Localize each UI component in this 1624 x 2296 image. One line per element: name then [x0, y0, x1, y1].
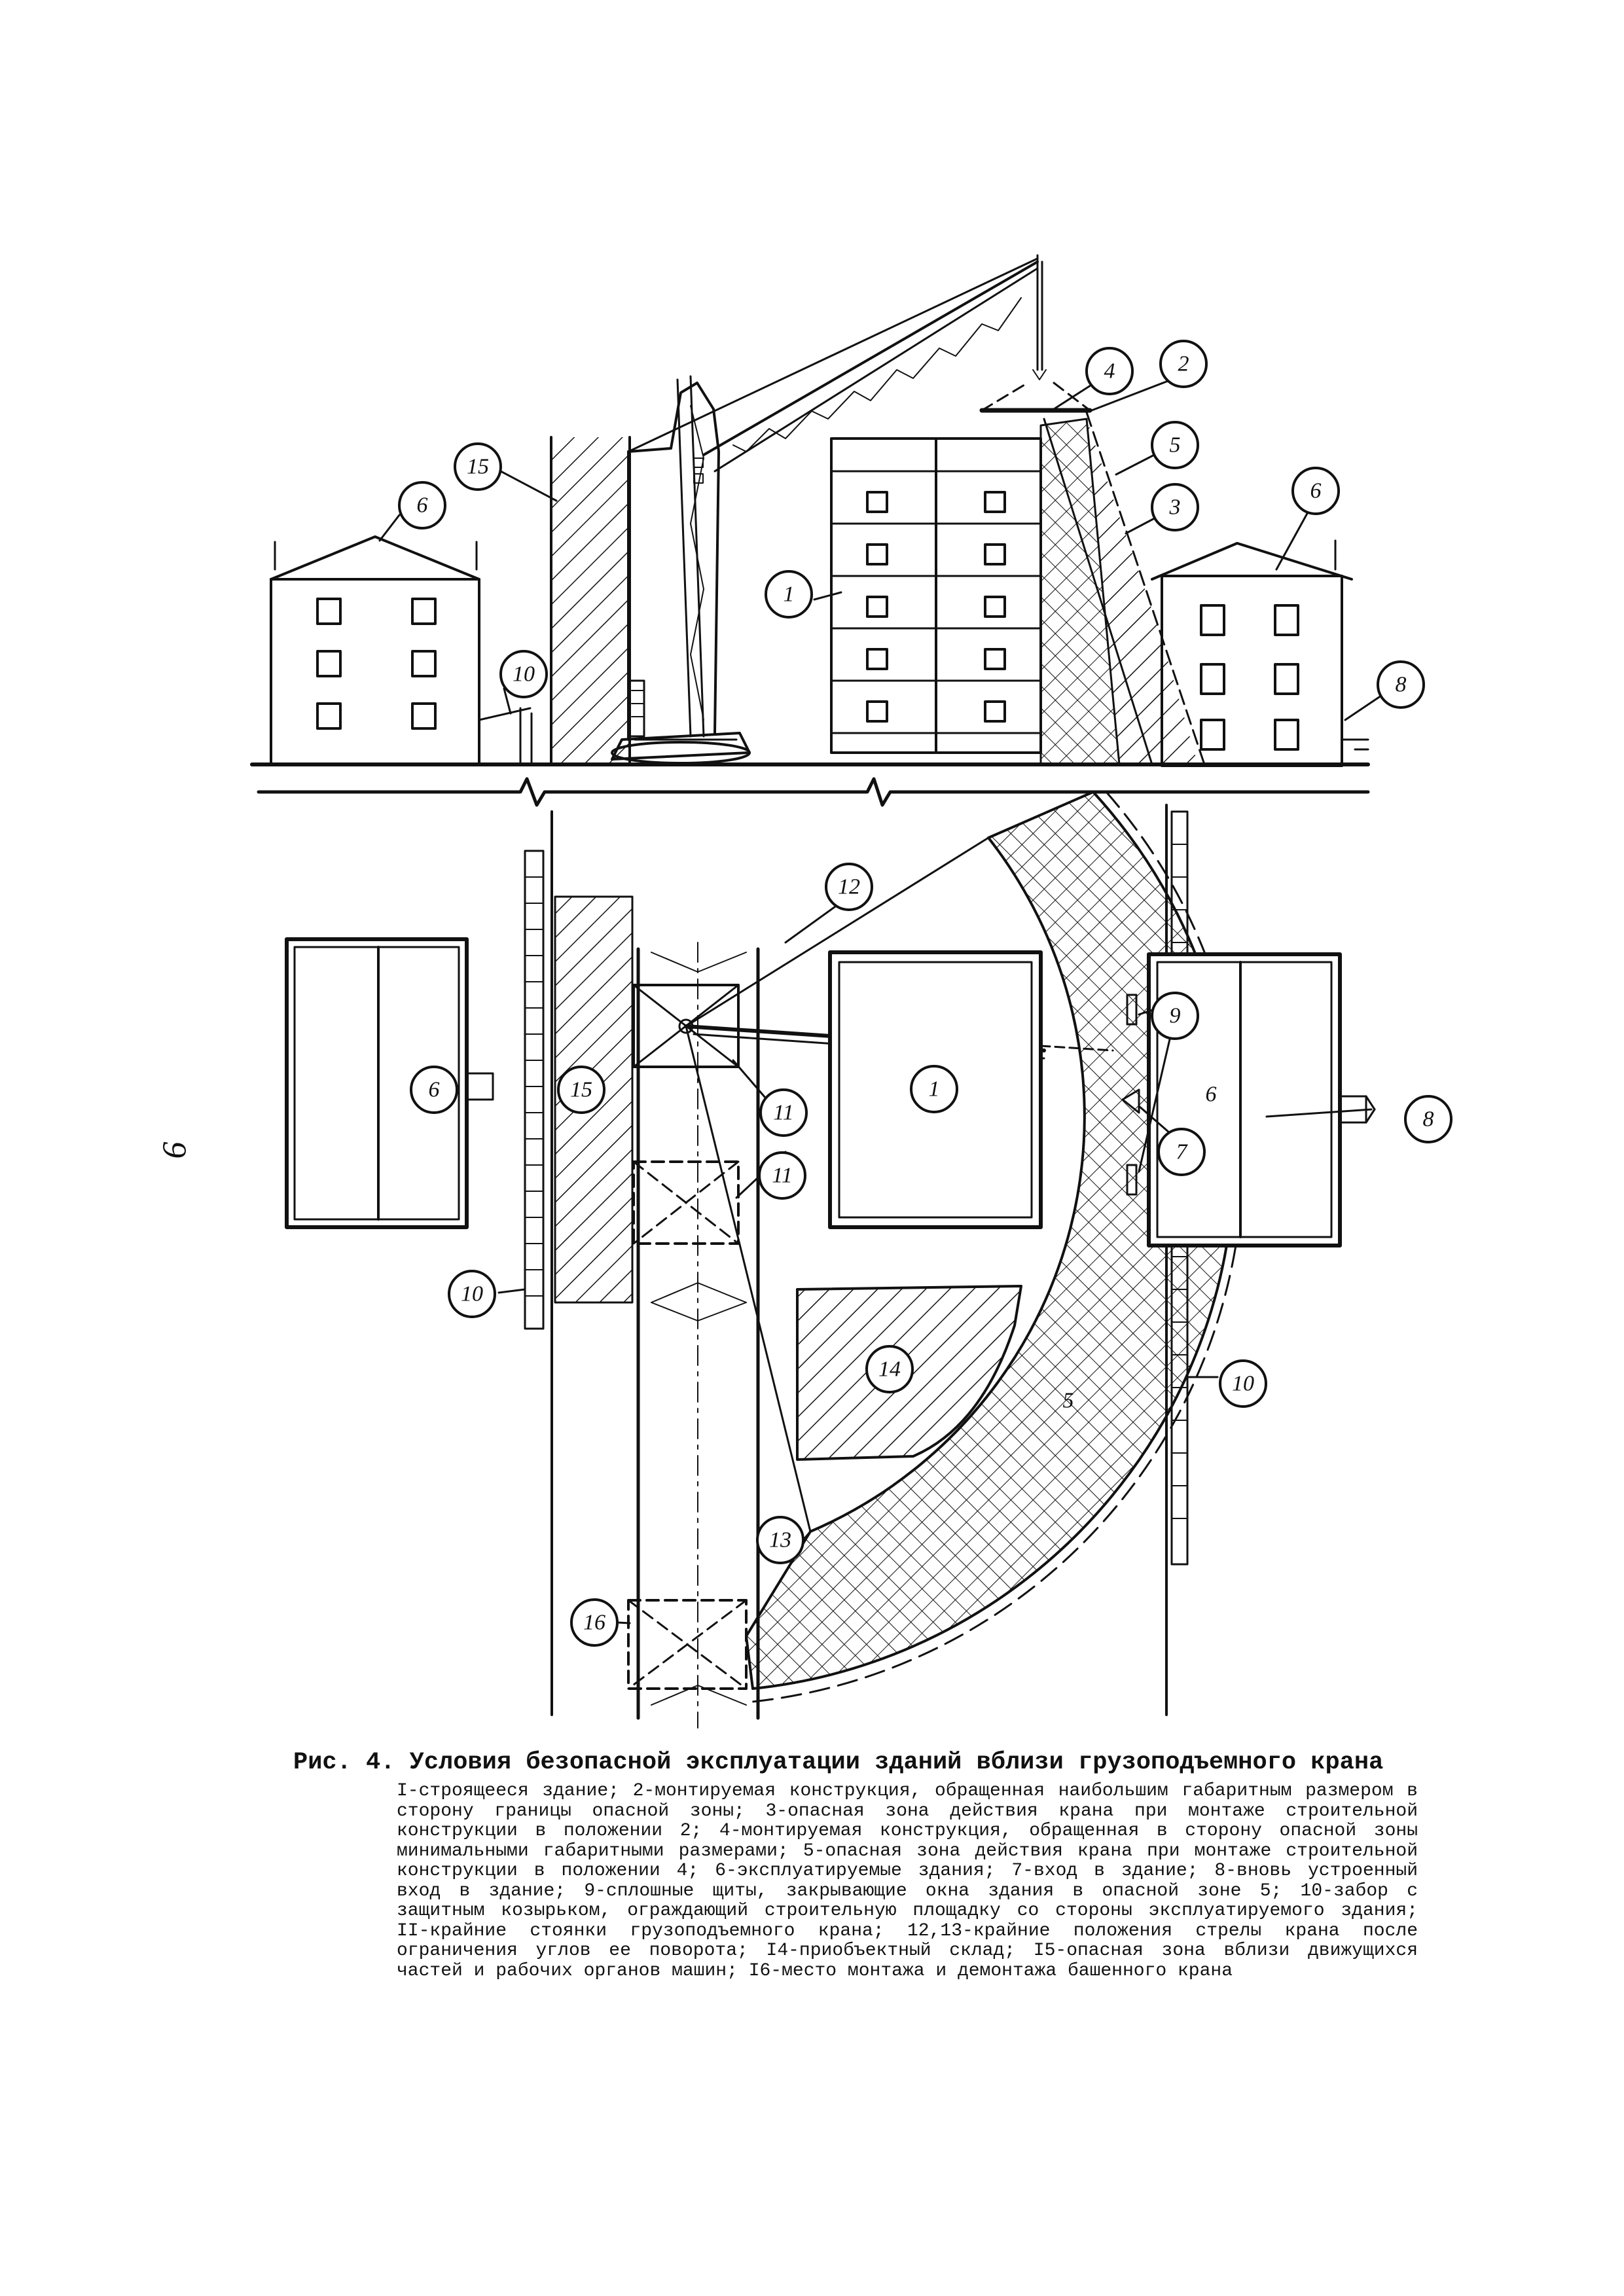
- fence-left-elevation: [478, 707, 533, 766]
- callout-1-plan: 1: [929, 1077, 940, 1102]
- callout-6-plan-left: 6: [429, 1078, 440, 1102]
- existing-building-left: [270, 535, 480, 766]
- hazard-zone-3-elevation: [1087, 419, 1198, 764]
- callout-5-elevation: 5: [1170, 433, 1181, 457]
- crane-position-middle: [632, 1160, 740, 1245]
- callout-10-elevation: 10: [513, 662, 535, 687]
- tower-crane: [611, 254, 1047, 764]
- callout-1-elevation: 1: [784, 583, 795, 607]
- crane-rail-track: [636, 942, 760, 1729]
- callout-8-plan: 8: [1423, 1107, 1434, 1132]
- callout-15-plan: 15: [570, 1078, 592, 1102]
- plan-view: [285, 792, 1376, 1729]
- elevation-view: [250, 254, 1370, 767]
- callout-9-plan: 9: [1170, 1004, 1181, 1028]
- callout-11-plan-top: 11: [773, 1101, 793, 1125]
- callout-10-plan-right: 10: [1232, 1372, 1254, 1396]
- figure-caption-legend: I-строящееся здание; 2-монтируемая конст…: [397, 1781, 1418, 1981]
- building-under-construction: [830, 437, 1042, 754]
- callout-8-elevation: 8: [1396, 673, 1407, 697]
- callout-2-elevation: 2: [1178, 352, 1189, 376]
- break-line: [257, 777, 1370, 807]
- callout-7-plan: 7: [1176, 1140, 1189, 1164]
- callout-6-plan-right: 6: [1206, 1083, 1217, 1107]
- callout-3-elevation: 3: [1169, 495, 1181, 520]
- callout-6-elevation-right: 6: [1310, 479, 1322, 503]
- callout-11-plan-middle: 11: [772, 1164, 792, 1188]
- fence-left-plan: [524, 810, 553, 1716]
- callout-10-plan-left: 10: [461, 1282, 483, 1306]
- callout-16-plan: 16: [583, 1611, 605, 1635]
- figure-caption-title: Рис. 4. Условия безопасной эксплуатации …: [293, 1749, 1384, 1776]
- hazard-zone-15-elevation: [551, 437, 630, 764]
- callout-12-plan: 12: [838, 875, 860, 899]
- callout-15-elevation: 15: [467, 455, 489, 479]
- callout-5-plan: 5: [1063, 1389, 1074, 1413]
- page-number: 6: [156, 1141, 194, 1159]
- callout-13-plan: 13: [769, 1528, 791, 1552]
- existing-building-right: [1151, 539, 1369, 767]
- callout-6-elevation-left: 6: [417, 493, 428, 518]
- callout-14-plan: 14: [878, 1357, 901, 1382]
- existing-building-left-plan: [285, 937, 494, 1229]
- callout-4-elevation: 4: [1104, 359, 1115, 384]
- crane-assembly-site: [627, 1599, 748, 1690]
